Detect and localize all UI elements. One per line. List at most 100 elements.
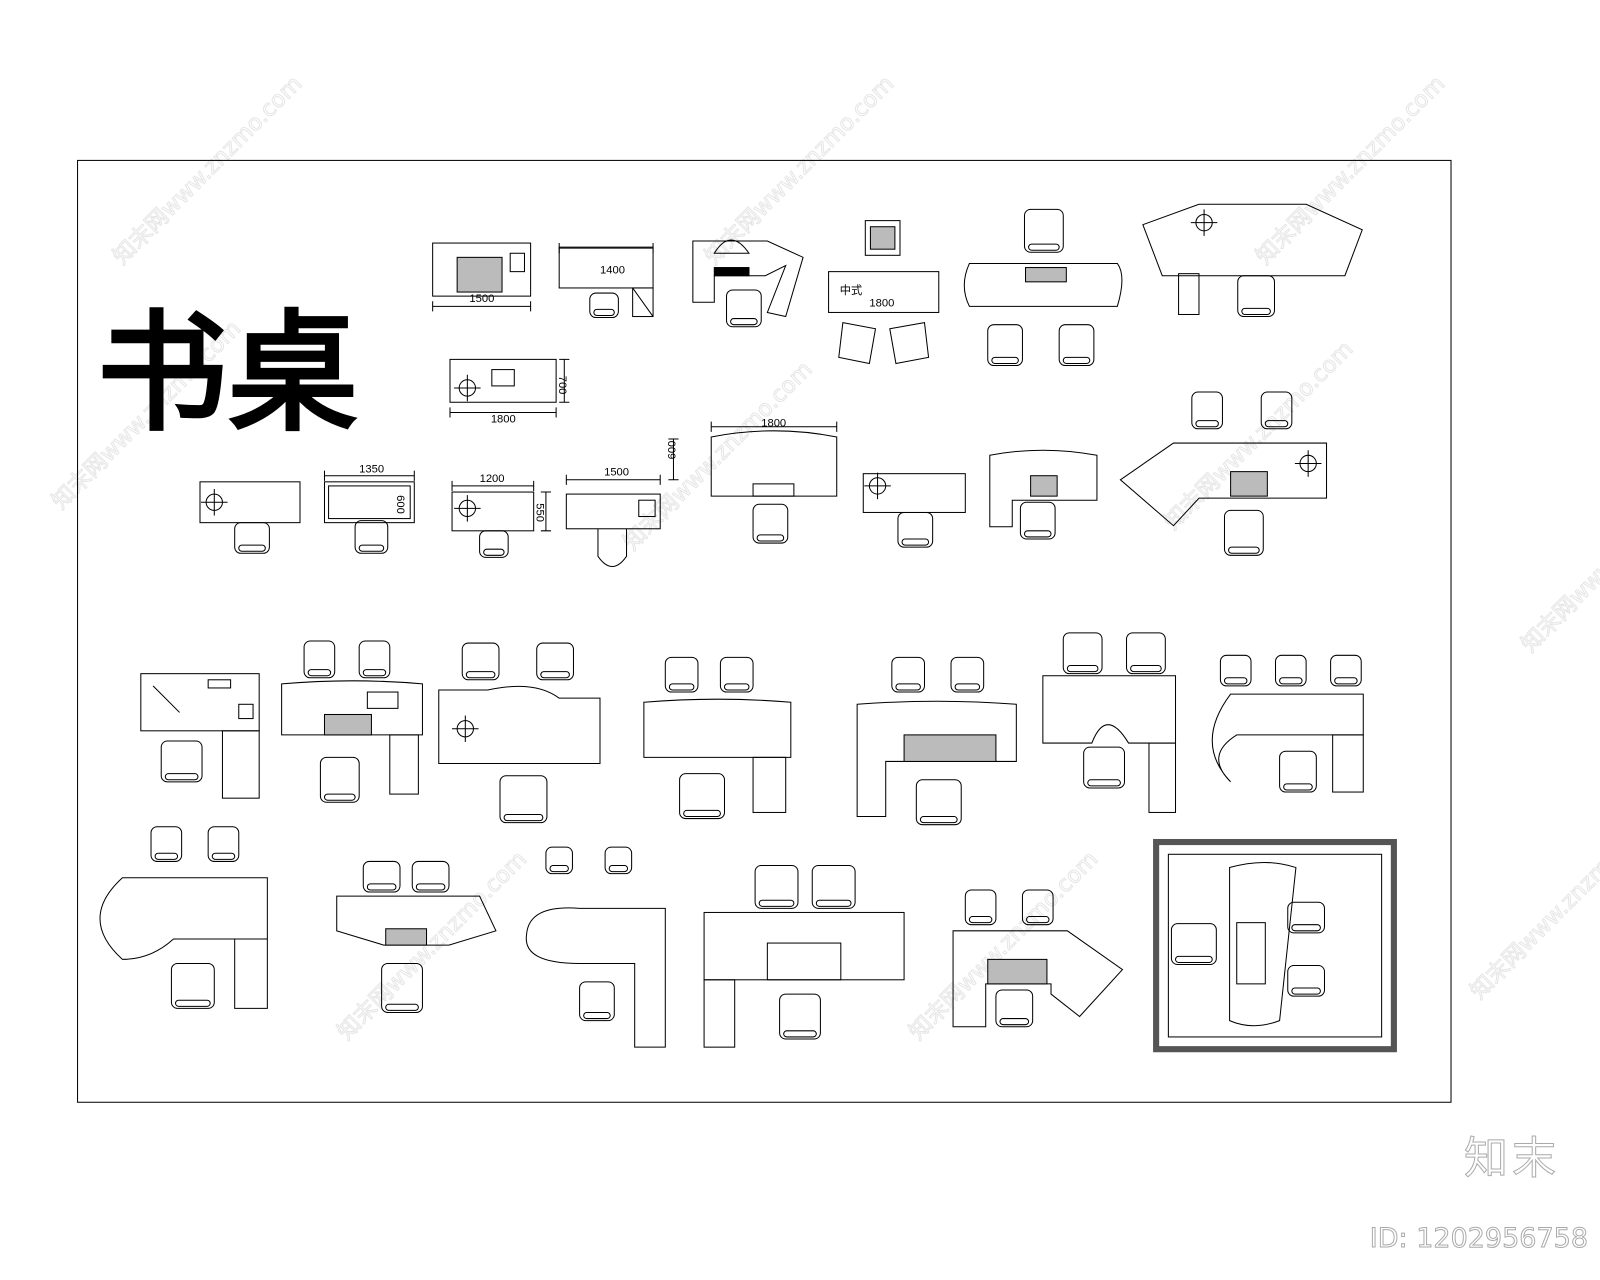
chair-icon [604,846,633,875]
chair-icon [752,503,789,544]
phone-icon [366,691,399,709]
chair-back [668,683,695,691]
desk-outline [692,240,804,318]
chair-back [549,865,569,873]
diagonal-watermark-text: 知末网www.znzmo.com [1516,458,1600,657]
chinese-style-label: 中式 [840,284,862,297]
lamp-cross [454,495,481,522]
chair-icon [995,989,1034,1028]
chair-back [683,809,721,818]
chair-back [954,683,981,691]
chair-icon [160,740,203,783]
chair-icon [915,779,962,826]
chair-icon [1019,501,1056,540]
dimension-line [432,301,532,312]
chair-back [1279,677,1303,685]
side-cabinet [1178,273,1200,316]
rug-border [1153,838,1397,1053]
chair-icon [597,528,628,568]
desk-top [703,911,905,981]
chair-back [1130,665,1162,673]
dim-label: 1500 [604,467,629,479]
hatched-panel [456,256,503,293]
hatched-panel [987,958,1048,985]
chair-icon [579,981,615,1022]
chair-icon [358,640,391,679]
chair-back [895,683,921,691]
side-cabinet [1332,734,1364,793]
chair-icon [1223,509,1264,556]
chair-icon [811,865,856,909]
chair-back [1062,356,1091,364]
chair-icon [1260,391,1293,430]
chair-icon [897,511,934,548]
chair-icon [234,522,270,554]
chair-icon [1062,632,1103,675]
chair-back [1066,665,1099,673]
chair-icon [754,865,799,909]
rug [1167,853,1383,1038]
dimension-line [449,407,557,418]
desk-top [432,242,532,297]
desk-top [140,673,260,732]
drawer-icon [752,483,795,497]
chair-icon [1219,654,1252,687]
chair-back [1175,955,1213,963]
desk-outline [710,430,838,497]
chair-back [175,999,211,1007]
chair-back [465,671,496,679]
desk-blocks [99,203,1397,1053]
chair-icon [838,322,877,365]
chair-back [1264,420,1289,428]
chair-back [583,1011,611,1020]
chair-back [366,883,397,891]
brand-watermark: 知末 [1464,1133,1560,1185]
chair-icon [891,656,926,693]
chair-icon [779,993,821,1040]
chair-icon [964,889,997,926]
side-cabinet [703,979,736,1048]
chair-back [362,669,387,677]
chair-icon [499,775,548,824]
lamp-cross [452,715,479,743]
hatched-panel [323,713,372,736]
desk-outline [1119,442,1328,527]
chair-icon [461,642,500,681]
lamp-cross [864,472,891,500]
chair-back [783,1030,817,1038]
chair-icon [987,324,1023,367]
phone-icon [238,703,254,720]
chair-back [1087,779,1121,787]
dim-label: 550 [534,503,546,522]
chair-back [164,773,199,781]
hatched-panel [869,226,896,250]
chair-back [593,308,615,317]
dimension-line [323,470,415,481]
phone-icon [509,252,525,273]
chair-back [483,548,505,556]
chair-back [323,793,356,801]
chair-back [608,865,629,873]
desk-top [323,481,415,524]
desk-outline [1142,203,1363,277]
chair-back [968,916,993,924]
desk-outline [643,698,792,758]
chair-icon [545,846,573,875]
lamp-cross [201,488,228,516]
chair-icon [719,656,754,693]
chair-back [1228,546,1260,554]
side-cabinet [632,287,654,318]
dimension-line [559,358,570,403]
drawing-title: 书桌 [97,298,359,450]
chair-back [815,899,852,907]
chair-icon [381,962,423,1013]
chair-back [730,318,758,326]
chair-icon [1279,750,1317,793]
lamp-cross [1190,209,1218,236]
desk-outline [99,877,268,1009]
phone-icon [638,499,656,518]
dimension-line [565,474,661,485]
desk-outline [281,680,423,736]
hatched-panel [1030,475,1058,497]
chair-icon [479,530,509,558]
